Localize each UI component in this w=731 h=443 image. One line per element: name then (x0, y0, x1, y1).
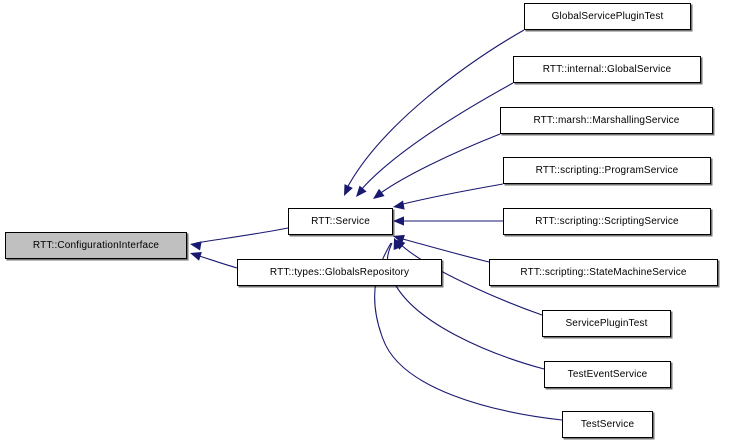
class-node-label: RTT::Service (311, 215, 370, 227)
edge-scripting-state-machine-service-to-service (393, 234, 490, 263)
edge-arrowhead (393, 200, 405, 210)
class-node-scripting-scripting-service[interactable]: RTT::scripting::ScriptingService (503, 208, 711, 235)
class-node-label: RTT::scripting::StateMachineService (520, 266, 687, 278)
class-node-marsh-marshalling-service[interactable]: RTT::marsh::MarshallingService (500, 107, 713, 134)
class-node-test-event-service[interactable]: TestEventService (544, 361, 671, 388)
class-node-service[interactable]: RTT::Service (288, 208, 393, 235)
edge-arrowhead (344, 184, 353, 196)
class-node-global-service-plugin-test[interactable]: GlobalServicePluginTest (524, 3, 691, 30)
edge-test-event-service-to-service (386, 238, 545, 370)
class-node-label: RTT::scripting::ScriptingService (535, 215, 679, 227)
edge-marsh-marshalling-service-to-service (373, 133, 501, 199)
class-node-scripting-program-service[interactable]: RTT::scripting::ProgramService (503, 157, 711, 184)
edge-line (359, 82, 514, 192)
edge-service-to-configuration-interface (190, 227, 289, 251)
edge-globals-repository-to-configuration-interface (190, 252, 238, 269)
edge-global-service-plugin-test-to-service (344, 29, 525, 196)
edge-line (398, 183, 504, 206)
class-node-globals-repository[interactable]: RTT::types::GlobalsRepository (237, 259, 442, 286)
class-node-internal-global-service[interactable]: RTT::internal::GlobalService (513, 56, 701, 83)
edge-scripting-scripting-service-to-service (393, 216, 503, 226)
class-node-label: RTT::marsh::MarshallingService (533, 114, 680, 126)
class-node-label: GlobalServicePluginTest (551, 10, 664, 22)
class-node-label: RTT::ConfigurationInterface (32, 239, 160, 251)
edge-arrowhead (393, 238, 403, 250)
class-node-test-service[interactable]: TestService (562, 411, 653, 438)
edge-line (195, 227, 289, 244)
edge-arrowhead (190, 252, 202, 261)
edge-line (195, 254, 238, 269)
class-node-label: TestEventService (567, 368, 648, 380)
class-node-label: TestService (580, 418, 635, 430)
class-node-label: RTT::types::GlobalsRepository (269, 266, 410, 278)
edge-line (377, 133, 501, 196)
edge-arrowhead (394, 239, 406, 250)
edge-arrowhead (394, 238, 403, 250)
edge-arrowhead (393, 234, 405, 244)
edge-internal-global-service-to-service (356, 82, 514, 197)
edge-arrowhead (356, 185, 367, 197)
edge-line (345, 29, 525, 191)
class-node-scripting-state-machine-service[interactable]: RTT::scripting::StateMachineService (489, 259, 718, 286)
class-node-service-plugin-test[interactable]: ServicePluginTest (542, 310, 671, 337)
class-node-label: ServicePluginTest (565, 317, 648, 329)
class-node-label: RTT::internal::GlobalService (542, 63, 672, 75)
edge-arrowhead (190, 241, 202, 251)
edge-arrowhead (393, 216, 404, 226)
class-node-label: RTT::scripting::ProgramService (535, 164, 679, 176)
class-node-configuration-interface[interactable]: RTT::ConfigurationInterface (5, 232, 187, 259)
edge-arrowhead (373, 188, 385, 199)
edge-scripting-program-service-to-service (393, 183, 504, 210)
